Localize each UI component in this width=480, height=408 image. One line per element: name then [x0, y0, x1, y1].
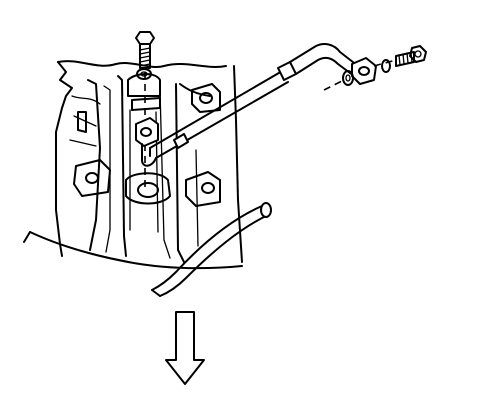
bolt-top	[135, 31, 155, 190]
pipe-clip	[131, 97, 161, 147]
frame-bracket	[23, 60, 243, 270]
bolt-right	[373, 45, 427, 67]
down-arrow-icon	[165, 311, 205, 385]
lower-hose	[151, 202, 272, 297]
pipe-assembly	[141, 43, 391, 167]
